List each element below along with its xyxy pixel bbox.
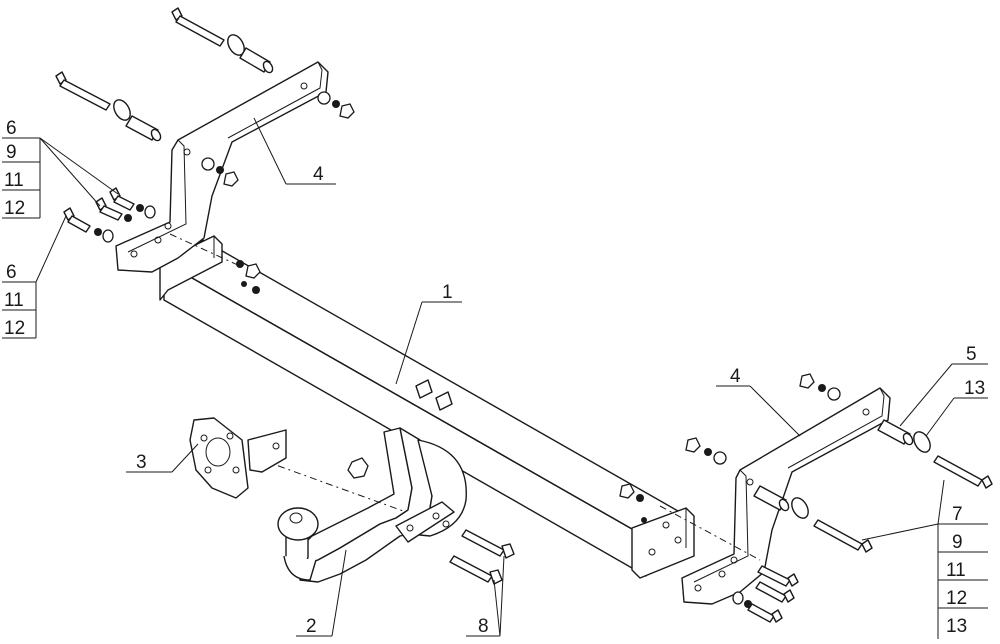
fastener-table-upper-left: 6 9 11 12 (2, 118, 41, 219)
table-ll-row-3: 12 (4, 318, 25, 339)
left-upper-bolt-assembly-2 (55, 71, 162, 142)
socket-mounting-plate (189, 417, 287, 499)
left-bracket-top-nuts (201, 91, 355, 187)
table-r-row-1: 9 (952, 532, 963, 553)
table-r-row-3: 12 (946, 588, 967, 609)
right-mounting-bracket (681, 387, 891, 605)
right-lower-spacer-bolt (753, 485, 873, 553)
left-side-small-bolts (63, 187, 156, 243)
main-cross-tube (159, 235, 695, 579)
fastener-table-lower-left: 6 11 12 (2, 262, 37, 339)
table-ll-row-1: 6 (6, 262, 17, 283)
callout-labels: 1 2 3 4 4 5 13 7 8 (136, 164, 985, 637)
callout-1: 1 (442, 282, 453, 303)
left-upper-bolt-assembly-1 (171, 7, 274, 74)
table-ll-row-2: 11 (4, 290, 24, 311)
socket-axis-line (261, 459, 407, 513)
table-ul-row-3: 11 (4, 170, 24, 191)
ball-neck-bolts (449, 529, 515, 585)
callout-4-right: 4 (730, 366, 741, 387)
fastener-table-right: 9 11 12 13 (937, 523, 988, 639)
callout-7: 7 (952, 504, 963, 525)
table-ul-row-2: 9 (6, 142, 17, 163)
neck-nut (347, 457, 369, 479)
table-r-row-2: 11 (946, 560, 966, 581)
callout-8: 8 (478, 616, 489, 637)
right-upper-spacer-bolt (877, 419, 993, 489)
callout-leaders (35, 117, 988, 637)
table-ul-row-4: 12 (4, 198, 25, 219)
table-r-row-4: 13 (946, 616, 967, 637)
left-axis-line (169, 233, 241, 267)
table-ul-row-1: 6 (6, 118, 17, 139)
right-bracket-nuts (619, 373, 841, 523)
tube-left-end-nuts (236, 260, 261, 294)
right-axis-line (659, 505, 761, 561)
callout-2: 2 (306, 616, 317, 637)
tow-ball-neck (277, 427, 467, 583)
callout-4-left: 4 (313, 164, 324, 185)
callout-5: 5 (966, 344, 977, 365)
callout-13: 13 (964, 378, 985, 399)
right-lower-bolt-cluster (732, 565, 799, 623)
callout-3: 3 (136, 452, 147, 473)
